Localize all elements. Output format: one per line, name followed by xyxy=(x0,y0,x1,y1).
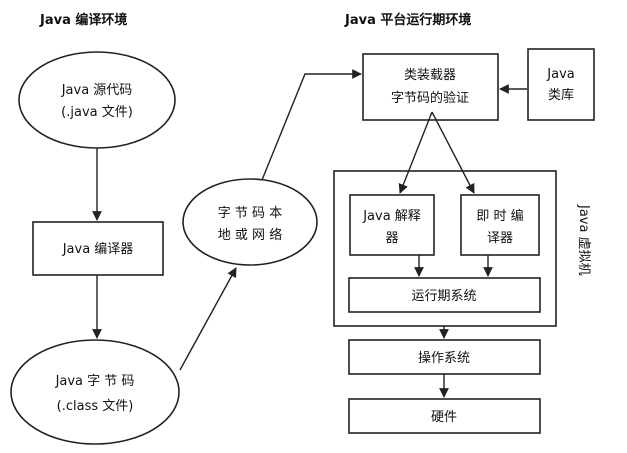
class-loader-shape xyxy=(362,53,499,121)
node-runtime-system: 运行期系统 xyxy=(348,277,541,313)
jit-compiler-line-2: 译器 xyxy=(487,231,513,246)
node-compiler: Java 编译器 xyxy=(32,221,164,276)
title-runtime-environment: Java 平台运行期环境 xyxy=(344,12,471,28)
bytecode-shape xyxy=(10,339,180,445)
node-source-code: Java 源代码 (.java 文件) xyxy=(18,51,176,149)
class-library-line-1: Java xyxy=(546,67,574,82)
node-bytecode: Java 字 节 码 (.class 文件) xyxy=(10,339,180,445)
bytecode-local-line-1: 字 节 码 本 xyxy=(218,206,282,221)
class-loader-line-1: 类装载器 xyxy=(404,68,456,83)
node-jit-compiler: 即 时 编 译器 xyxy=(460,194,540,256)
jit-compiler-shape xyxy=(460,194,540,256)
source-code-shape xyxy=(18,51,176,149)
interpreter-line-2: 器 xyxy=(385,231,398,246)
node-interpreter: Java 解释 器 xyxy=(349,194,435,256)
operating-system-shape xyxy=(348,339,541,375)
interpreter-shape xyxy=(349,194,435,256)
source-code-line-2: (.java 文件) xyxy=(61,105,133,120)
operating-system-line-1: 操作系统 xyxy=(418,350,470,366)
node-operating-system: 操作系统 xyxy=(348,339,541,375)
node-bytecode-local-or-network: 字 节 码 本 地 或 网 络 xyxy=(182,178,318,266)
bytecode-local-line-2: 地 或 网 络 xyxy=(218,227,282,243)
edge-local-to-class-loader xyxy=(261,69,362,181)
class-library-line-2: 类库 xyxy=(548,87,574,103)
bytecode-local-shape xyxy=(182,178,318,266)
hardware-shape xyxy=(348,398,541,434)
interpreter-line-1: Java 解释 xyxy=(362,209,421,224)
bytecode-line-1: Java 字 节 码 xyxy=(55,374,135,389)
title-compile-environment: Java 编译环境 xyxy=(39,12,127,28)
bytecode-line-2: (.class 文件) xyxy=(57,399,134,414)
edge-class-loader-to-interpreter xyxy=(398,111,433,194)
compiler-shape xyxy=(32,221,164,276)
class-library-shape xyxy=(527,48,595,121)
node-class-library: Java 类库 xyxy=(527,48,595,121)
jvm-label: Java 虚拟机 xyxy=(576,204,591,276)
edge-class-loader-to-jit xyxy=(431,111,475,194)
class-loader-line-2: 字节码的验证 xyxy=(391,90,469,106)
runtime-system-line-1: 运行期系统 xyxy=(411,289,476,304)
edge-bytecode-to-local xyxy=(179,267,237,371)
runtime-system-shape xyxy=(348,277,541,313)
node-hardware: 硬件 xyxy=(348,398,541,434)
node-class-loader: 类装载器 字节码的验证 xyxy=(362,53,499,121)
compiler-line-1: Java 编译器 xyxy=(62,242,134,257)
hardware-line-1: 硬件 xyxy=(431,410,457,425)
source-code-line-1: Java 源代码 xyxy=(61,83,133,98)
jit-compiler-line-1: 即 时 编 xyxy=(476,209,523,224)
